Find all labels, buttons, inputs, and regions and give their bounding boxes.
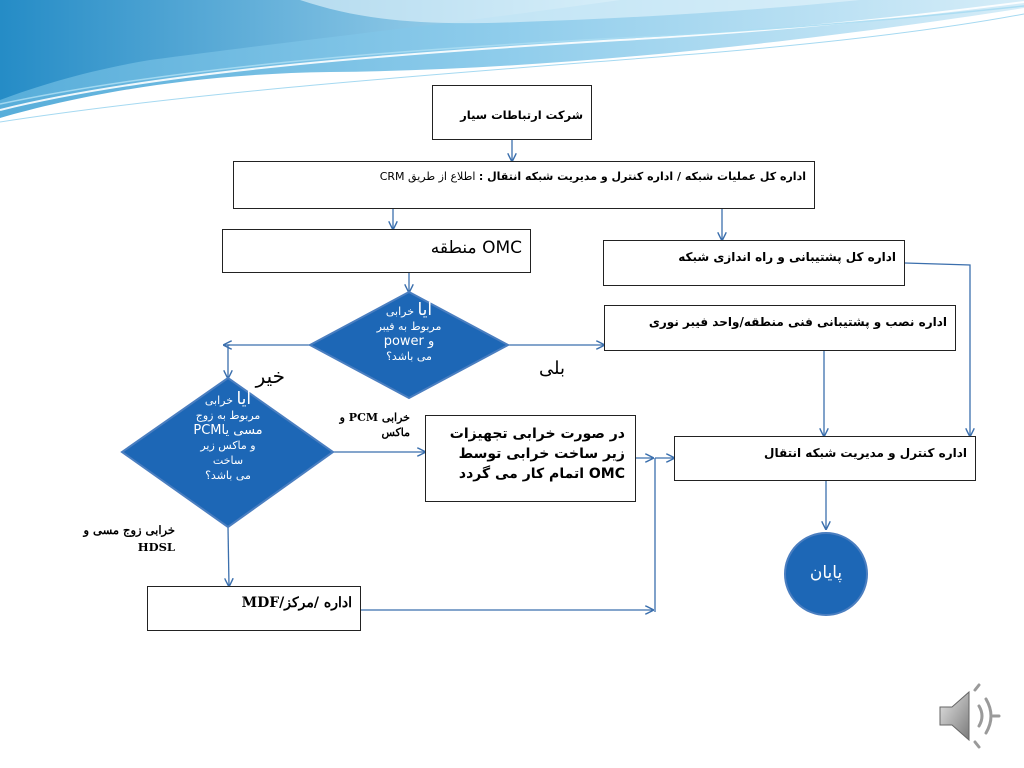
- decision-copper-line4: و ماکس زیر: [200, 439, 256, 452]
- node-company: شرکت ارتباطات سیار: [432, 85, 592, 140]
- label-copper-fault: خرابی زوج مسی و HDSL: [83, 523, 175, 554]
- node-omc-fix-label: در صورت خرابی تجهیزات زیر ساخت خرابی توس…: [449, 426, 625, 482]
- label-no: خیر: [255, 364, 285, 388]
- decision-copper-line5: ساخت: [212, 454, 244, 467]
- decision-copper-line2: مربوط به زوج: [195, 409, 261, 422]
- decision-copper-text: ایا خرابی مربوط به زوج مسی یاPCM و ماکس …: [163, 389, 293, 483]
- node-omc-region-label: OMC منطقه: [430, 238, 522, 258]
- node-support-setup-label: اداره کل پشتیبانی و راه اندازی شبکه: [678, 250, 896, 264]
- speaker-icon[interactable]: [935, 682, 1005, 752]
- decision-fiber-line4: می باشد؟: [386, 350, 432, 363]
- label-yes: بلی: [539, 358, 565, 379]
- arrow-copper-to-mdf: [228, 526, 229, 586]
- node-mdf-center-label: اداره /مرکز/MDF: [241, 595, 352, 611]
- decision-fiber-line3: و power: [383, 334, 435, 349]
- node-network-ops: اداره کل عملیات شبکه / اداره کنترل و مدی…: [233, 161, 815, 209]
- node-mdf-center: اداره /مرکز/MDF: [147, 586, 361, 631]
- decision-fiber-text: ایا خرابی مربوط به فیبر و power می باشد؟: [340, 300, 478, 364]
- node-network-ops-normal: اطلاع از طریق CRM: [379, 170, 476, 183]
- node-support-setup: اداره کل پشتیبانی و راه اندازی شبکه: [603, 240, 905, 286]
- node-omc-fix: در صورت خرابی تجهیزات زیر ساخت خرابی توس…: [425, 415, 636, 502]
- decision-fiber-big: ایا: [417, 300, 433, 320]
- arrow-support-to-transmission: [904, 262, 970, 436]
- node-install-support-label: اداره نصب و پشتیبانی فنی منطقه/واحد فیبر…: [648, 315, 947, 329]
- decision-copper-rest: خرابی: [204, 394, 233, 407]
- node-install-support: اداره نصب و پشتیبانی فنی منطقه/واحد فیبر…: [604, 305, 956, 351]
- end-text: پایان: [809, 563, 843, 583]
- label-pcm-fault: خرابی PCM و ماکس: [339, 411, 410, 439]
- decision-copper-line6: می باشد؟: [205, 469, 251, 482]
- decision-fiber-line2: مربوط به فیبر: [376, 320, 442, 333]
- node-company-label: شرکت ارتباطات سیار: [460, 108, 583, 122]
- node-network-ops-bold: اداره کل عملیات شبکه / اداره کنترل و مدی…: [478, 170, 806, 183]
- decision-copper-big: ایا: [236, 389, 252, 409]
- node-omc-region: OMC منطقه: [222, 229, 531, 273]
- end-circle: [784, 532, 868, 616]
- node-transmission-mgmt-label: اداره کنترل و مدیریت شبکه انتقال: [764, 446, 967, 460]
- decision-fiber-diamond: [307, 290, 511, 400]
- decision-copper-diamond: [120, 376, 335, 529]
- decision-copper-line3: مسی یاPCM: [193, 423, 263, 438]
- decision-fiber-rest: خرابی: [385, 305, 414, 318]
- node-transmission-mgmt: اداره کنترل و مدیریت شبکه انتقال: [674, 436, 976, 481]
